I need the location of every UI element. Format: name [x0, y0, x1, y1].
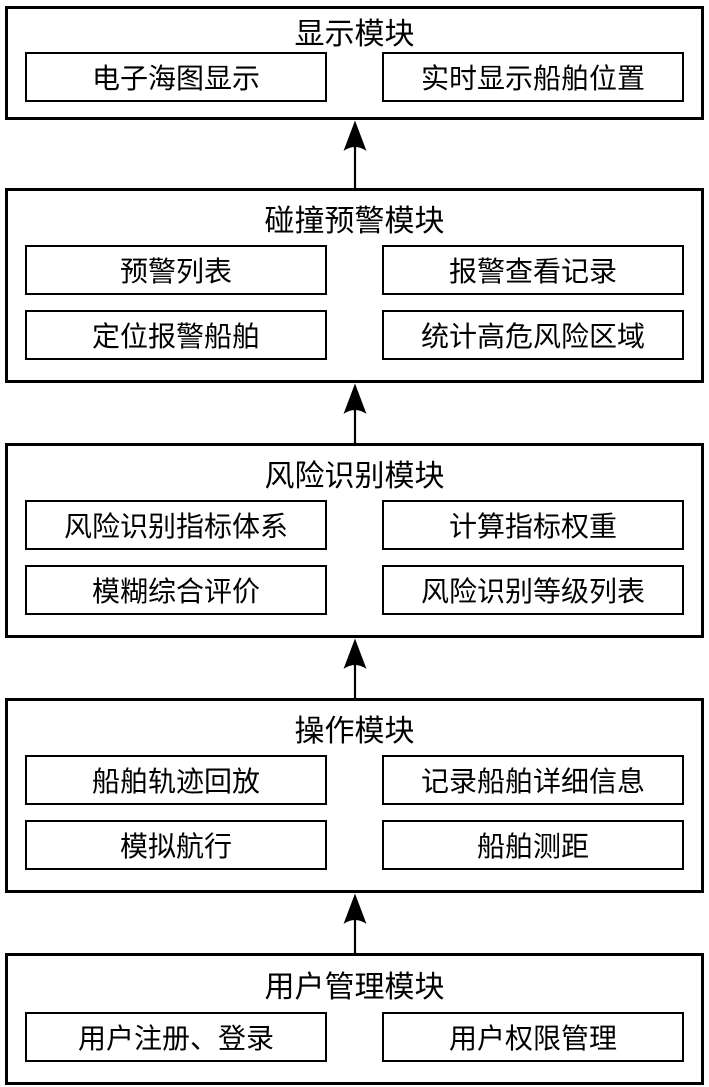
module-user-management: 用户管理模块 用户注册、登录 用户权限管理: [5, 953, 704, 1085]
sub-function-box: 船舶轨迹回放: [25, 755, 327, 805]
sub-function-box: 电子海图显示: [25, 52, 327, 102]
module-operation: 操作模块 船舶轨迹回放 记录船舶详细信息 模拟航行 船舶测距: [5, 698, 704, 893]
flow-arrow-up-icon: [343, 383, 366, 443]
module-display: 显示模块 电子海图显示 实时显示船舶位置: [5, 6, 704, 120]
module-risk-identification-title: 风险识别模块: [264, 460, 445, 493]
sub-function-box: 风险识别等级列表: [382, 565, 684, 615]
sub-function-box: 船舶测距: [382, 820, 684, 870]
module-display-grid: 电子海图显示 实时显示船舶位置: [8, 52, 701, 102]
sub-function-box: 模拟航行: [25, 820, 327, 870]
module-display-title: 显示模块: [294, 17, 415, 51]
sub-function-box: 记录船舶详细信息: [382, 755, 684, 805]
module-user-management-grid: 用户注册、登录 用户权限管理: [8, 1012, 701, 1062]
module-user-management-title: 用户管理模块: [264, 971, 445, 1004]
sub-function-box: 实时显示船舶位置: [382, 52, 684, 102]
sub-function-box: 用户权限管理: [382, 1012, 684, 1062]
module-collision-warning: 碰撞预警模块 预警列表 报警查看记录 定位报警船舶 统计高危风险区域: [5, 188, 704, 383]
sub-function-box: 报警查看记录: [382, 245, 684, 295]
module-operation-grid: 船舶轨迹回放 记录船舶详细信息 模拟航行 船舶测距: [8, 755, 701, 870]
sub-function-box: 统计高危风险区域: [382, 310, 684, 360]
module-risk-identification: 风险识别模块 风险识别指标体系 计算指标权重 模糊综合评价 风险识别等级列表: [5, 443, 704, 638]
flow-arrow-up-icon: [343, 120, 366, 188]
sub-function-box: 定位报警船舶: [25, 310, 327, 360]
module-collision-warning-grid: 预警列表 报警查看记录 定位报警船舶 统计高危风险区域: [8, 245, 701, 360]
module-operation-title: 操作模块: [294, 715, 415, 748]
sub-function-box: 计算指标权重: [382, 500, 684, 550]
module-collision-warning-title: 碰撞预警模块: [264, 205, 445, 238]
flow-arrow-up-icon: [343, 893, 366, 953]
sub-function-box: 风险识别指标体系: [25, 500, 327, 550]
sub-function-box: 模糊综合评价: [25, 565, 327, 615]
sub-function-box: 用户注册、登录: [25, 1012, 327, 1062]
module-risk-identification-grid: 风险识别指标体系 计算指标权重 模糊综合评价 风险识别等级列表: [8, 500, 701, 615]
flow-arrow-up-icon: [343, 638, 366, 698]
sub-function-box: 预警列表: [25, 245, 327, 295]
